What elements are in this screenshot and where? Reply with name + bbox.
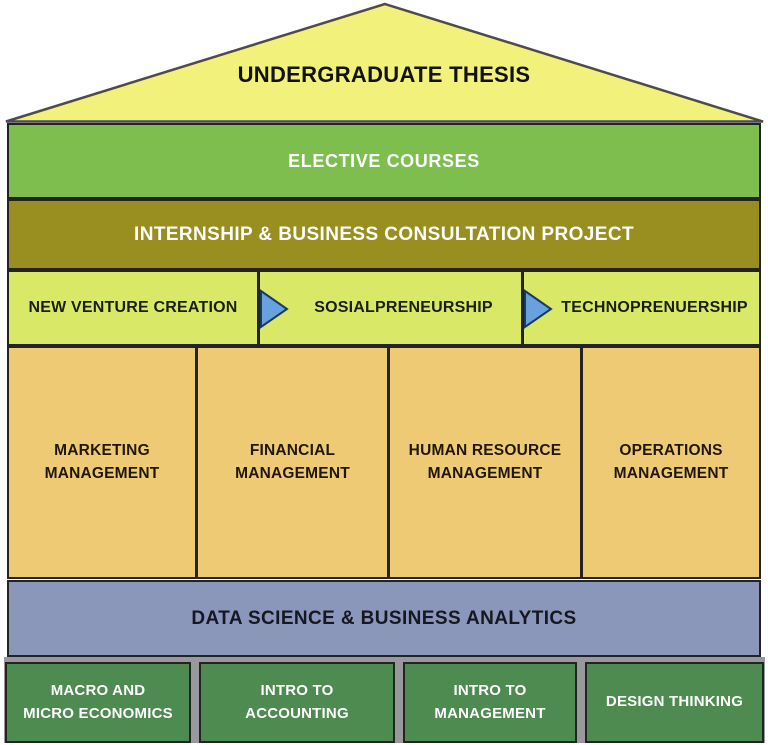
entrepreneurship-band: NEW VENTURE CREATION SOSIALPRENEURSHIP T… [7, 270, 761, 346]
column-label: FINANCIAL MANAGEMENT [235, 442, 350, 482]
arrow-right-icon [524, 289, 553, 329]
venture-item-sosialpreneurship: SOSIALPRENEURSHIP [260, 272, 521, 344]
column-marketing-management: MARKETING MANAGEMENT [9, 348, 195, 577]
foundation-box-label: INTRO TO ACCOUNTING [245, 682, 349, 722]
column-financial-management: FINANCIAL MANAGEMENT [195, 348, 387, 577]
column-label: OPERATIONS MANAGEMENT [613, 442, 729, 482]
column-label: HUMAN RESOURCE MANAGEMENT [408, 442, 562, 482]
venture-item-new-venture-creation: NEW VENTURE CREATION [9, 272, 257, 344]
vertical-divider [521, 272, 524, 344]
internship-label: INTERNSHIP & BUSINESS CONSULTATION PROJE… [134, 223, 634, 245]
elective-courses-band: ELECTIVE COURSES [7, 123, 761, 199]
foundation-box-label: DESIGN THINKING [605, 693, 744, 711]
column-operations-management: OPERATIONS MANAGEMENT [580, 348, 759, 577]
internship-band: INTERNSHIP & BUSINESS CONSULTATION PROJE… [7, 199, 761, 270]
elective-courses-label: ELECTIVE COURSES [288, 150, 480, 171]
foundation-box-label: MACRO AND MICRO ECONOMICS [23, 682, 173, 722]
venture-item-label: NEW VENTURE CREATION [28, 299, 238, 316]
column-label: MARKETING MANAGEMENT [44, 442, 160, 482]
foundation-box-intro-management: INTRO TO MANAGEMENT [403, 662, 577, 743]
data-science-band: DATA SCIENCE & BUSINESS ANALYTICS [7, 580, 761, 657]
venture-item-label: SOSIALPRENEURSHIP [314, 299, 493, 316]
column-human-resource-management: HUMAN RESOURCE MANAGEMENT [387, 348, 580, 577]
foundation-box-design-thinking: DESIGN THINKING [585, 662, 764, 743]
venture-item-technoprenuership: TECHNOPRENUERSHIP [524, 272, 759, 344]
data-science-label: DATA SCIENCE & BUSINESS ANALYTICS [191, 607, 577, 629]
foundation-row: MACRO AND MICRO ECONOMICS INTRO TO ACCOU… [4, 657, 765, 743]
foundation-box-macro-micro-economics: MACRO AND MICRO ECONOMICS [5, 662, 191, 743]
roof-triangle [5, 2, 764, 123]
management-columns: MARKETING MANAGEMENT FINANCIAL MANAGEMEN… [7, 346, 761, 579]
arrow-right-icon [260, 289, 289, 329]
foundation-box-label: INTRO TO MANAGEMENT [434, 682, 546, 722]
vertical-divider [257, 272, 260, 344]
roof-title: UNDERGRADUATE THESIS [237, 62, 531, 87]
venture-item-label: TECHNOPRENUERSHIP [561, 299, 748, 316]
foundation-box-intro-accounting: INTRO TO ACCOUNTING [199, 662, 395, 743]
